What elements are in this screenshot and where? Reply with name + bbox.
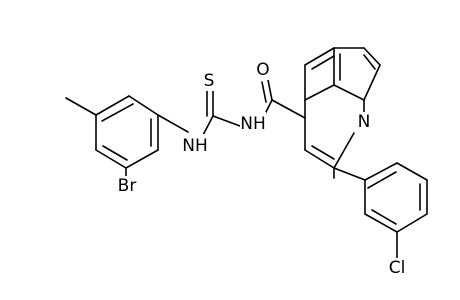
bond (157, 114, 189, 133)
atom-label-oxygen: O (256, 60, 269, 80)
bond (95, 149, 127, 169)
bond (311, 145, 335, 160)
bond (364, 213, 398, 233)
bond (364, 162, 398, 181)
bond (363, 64, 381, 101)
bond (396, 213, 428, 233)
bond (304, 84, 335, 101)
bond (128, 95, 159, 116)
bond (311, 55, 335, 70)
bonds (65, 47, 428, 259)
atom-label-chlorine: Cl (389, 258, 406, 278)
bond (95, 95, 130, 116)
bond (267, 79, 273, 101)
bond (65, 97, 97, 116)
bond (212, 115, 241, 127)
atom-label-nitrogen-ring: N (358, 112, 371, 132)
bond (363, 54, 376, 70)
bond (201, 115, 214, 138)
bond (304, 149, 335, 169)
bond (363, 47, 381, 66)
atom-label-nh-amide: NH (240, 114, 266, 134)
bond (125, 149, 159, 169)
bond (333, 167, 366, 181)
bond (304, 47, 335, 66)
bond (333, 132, 355, 169)
atom-label-sulfur: S (204, 71, 215, 91)
atom-label-bromine: Br (118, 176, 137, 196)
atom-label-nh-thiourea: NH (182, 136, 208, 156)
bond (396, 162, 428, 181)
bond (261, 81, 267, 103)
bond (367, 171, 397, 189)
bond (333, 84, 365, 101)
bond (271, 99, 306, 119)
bond (102, 145, 128, 161)
atom-labels: S O N NH NH Br Cl (112, 60, 412, 280)
bond (101, 103, 134, 122)
bond (371, 209, 397, 225)
